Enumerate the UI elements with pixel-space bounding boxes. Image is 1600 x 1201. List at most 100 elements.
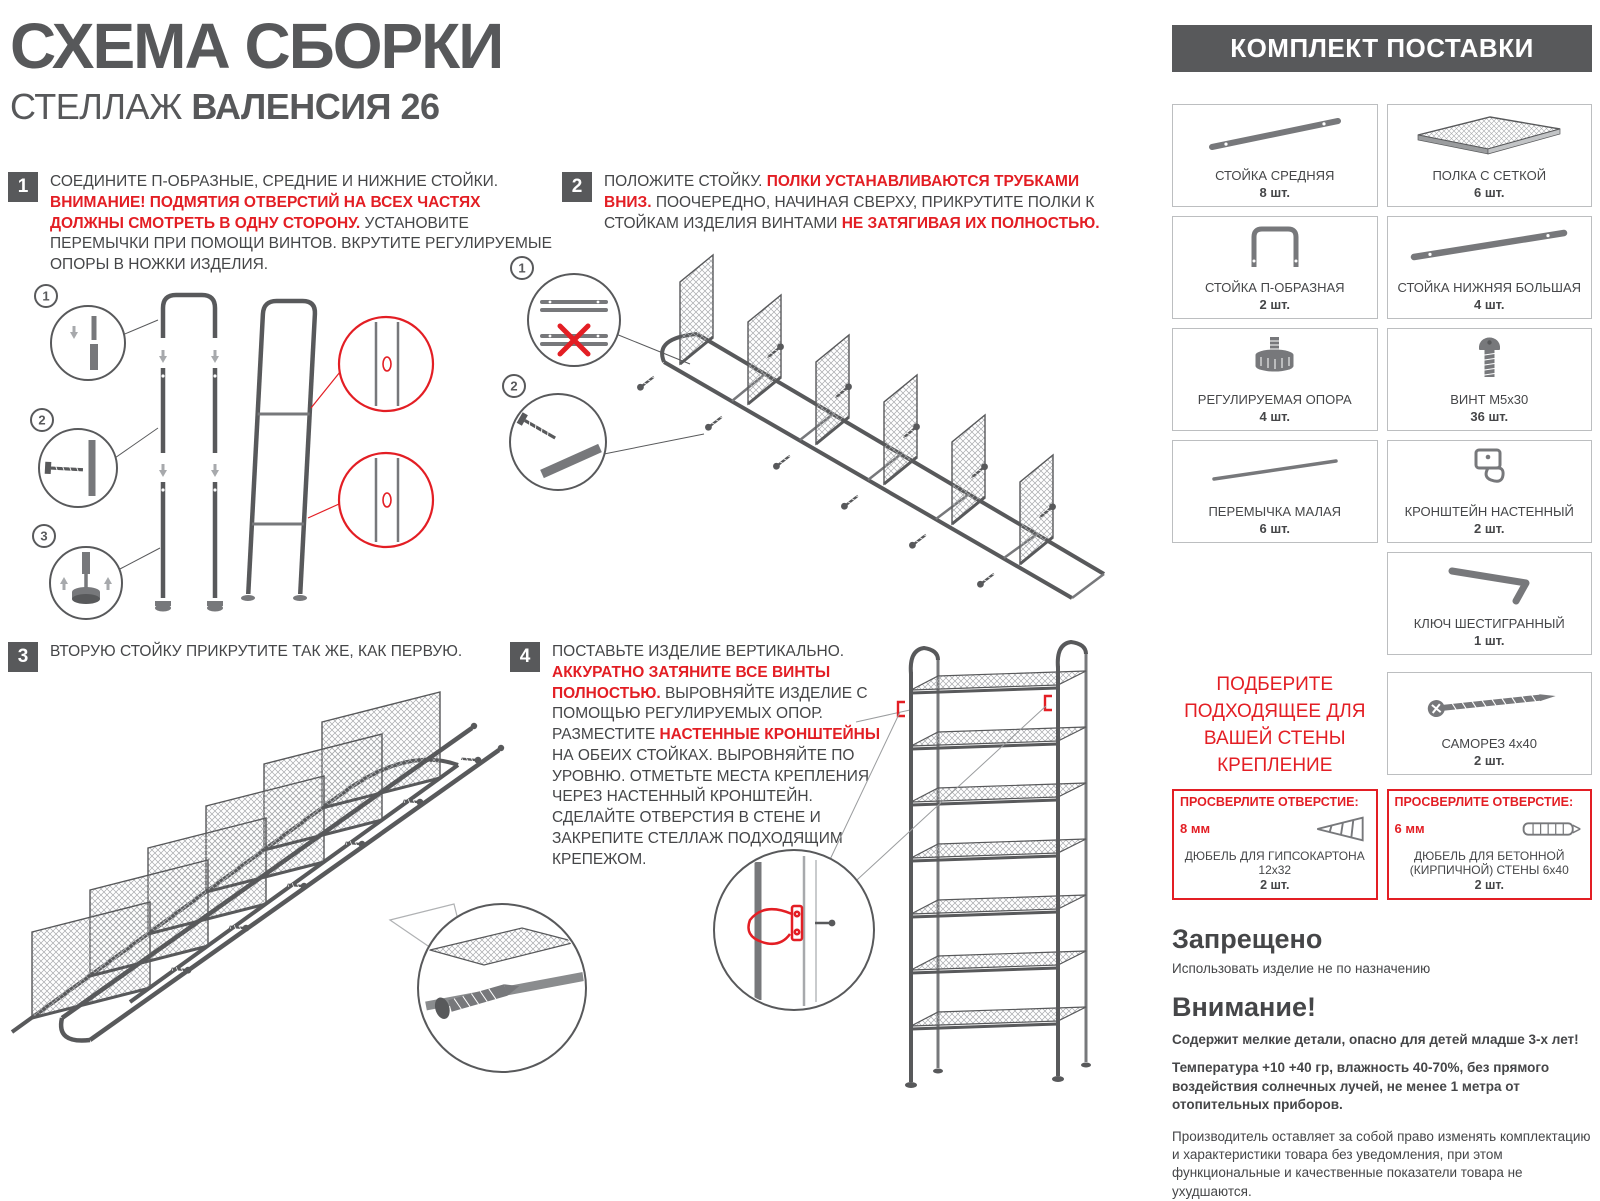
drywall-anchor-icon	[1316, 816, 1364, 842]
callout-leaders	[825, 705, 1047, 891]
shelf-tubes-detail	[540, 300, 608, 346]
crossbars	[251, 412, 310, 526]
part-adjustable-foot: РЕГУЛИРУЕМАЯ ОПОРА 4 шт.	[1172, 328, 1378, 431]
kit-grid: СТОЙКА СРЕДНЯЯ 8 шт. ПОЛКА С СЕТКОЙ 6 шт…	[1172, 104, 1592, 655]
step-4: 4 ПОСТАВЬТЕ ИЗДЕЛИЕ ВЕРТИКАЛЬНО. АККУРАТ…	[510, 642, 888, 870]
hole-alignment-details	[307, 315, 435, 549]
wall-plug-box: ПРОСВЕРЛИТЕ ОТВЕРСТИЕ: 6 мм ДЮБЕЛЬ ДЛЯ Б…	[1386, 788, 1592, 900]
callout-number: 1	[518, 261, 525, 276]
bracket-closeup	[747, 856, 836, 1006]
bracket-detail-circle	[713, 849, 875, 1011]
step-1-text: СОЕДИНИТЕ П-ОБРАЗНЫЕ, СРЕДНИЕ И НИЖНИЕ С…	[50, 173, 552, 274]
frame-feet	[155, 601, 223, 612]
step-4-badge: 4	[510, 642, 540, 672]
adjustable-foot-detail	[60, 552, 112, 604]
part-mesh-shelf: ПОЛКА С СЕТКОЙ 6 шт.	[1386, 104, 1592, 207]
u-post-icon	[1251, 226, 1299, 267]
kit-header: КОМПЛЕКТ ПОСТАВКИ	[1172, 25, 1592, 72]
masthead: СХЕМА СБОРКИ СТЕЛЛАЖ ВАЛЕНСИЯ 26	[10, 10, 504, 128]
callout-3-marker: 3	[32, 524, 56, 548]
part-wood-screw: САМОРЕЗ 4х40 2 шт.	[1386, 672, 1592, 775]
drywall-anchor-box: ПРОСВЕРЛИТЕ ОТВЕРСТИЕ: 8 мм ДЮБЕЛЬ ДЛЯ Г…	[1172, 788, 1378, 900]
wall-bracket-marks	[896, 694, 1052, 718]
kit-panel: КОМПЛЕКТ ПОСТАВКИ СТОЙКА СРЕДНЯЯ 8 шт. П…	[1172, 25, 1592, 1201]
screw-closeup	[425, 927, 584, 1019]
detail-circles	[38, 305, 161, 620]
forbidden-title: Запрещено	[1172, 923, 1323, 954]
subtitle-product-type: СТЕЛЛАЖ	[10, 86, 192, 127]
part-middle-post: СТОЙКА СРЕДНЯЯ 8 шт.	[1172, 104, 1378, 207]
drill-boxes: ПРОСВЕРЛИТЕ ОТВЕРСТИЕ: 8 мм ДЮБЕЛЬ ДЛЯ Г…	[1172, 788, 1592, 900]
callout-1-marker: 1	[510, 256, 534, 280]
wall-bracket-icon	[1474, 448, 1505, 483]
forbidden-text: Использовать изделие не по назначению	[1172, 960, 1431, 976]
step-2-badge: 2	[562, 172, 592, 202]
orientation-detail-circle	[527, 273, 621, 367]
step-3-badge: 3	[8, 642, 38, 672]
part-bolt: ВИНТ М5х30 36 шт.	[1386, 328, 1592, 431]
part-bottom-post: СТОЙКА НИЖНЯЯ БОЛЬШАЯ 4 шт.	[1386, 216, 1592, 319]
page-subtitle: СТЕЛЛАЖ ВАЛЕНСИЯ 26	[10, 86, 502, 128]
callout-2-marker: 2	[502, 374, 526, 398]
adjustable-foot-icon	[1255, 337, 1294, 372]
manufacturer-note: Производитель оставляет за собой право и…	[1172, 1129, 1591, 1199]
middle-post-icon	[1208, 118, 1341, 150]
feet	[905, 1062, 1091, 1088]
part-wall-bracket: КРОНШТЕЙН НАСТЕННЫЙ 2 шт.	[1386, 440, 1592, 543]
screw-detail-circle	[509, 393, 607, 491]
step-1-diagram: 1 2 3	[30, 284, 435, 620]
front-legs	[908, 639, 1088, 1082]
screw-joint-detail	[44, 440, 96, 496]
step-2: 2 ПОЛОЖИТЕ СТОЙКУ. ПОЛКИ УСТАНАВЛИВАЮТСЯ…	[562, 172, 1114, 234]
screw-detail	[516, 412, 602, 479]
bottom-post-icon	[1411, 229, 1568, 261]
wood-screw-icon	[1428, 694, 1556, 718]
part-hex-key: КЛЮЧ ШЕСТИГРАННЫЙ 1 шт.	[1386, 552, 1592, 655]
part-small-rod: ПЕРЕМЫЧКА МАЛАЯ 6 шт.	[1172, 440, 1378, 543]
callout-number: 1	[42, 289, 49, 304]
callout-number: 3	[40, 529, 47, 544]
second-side-frame	[58, 726, 501, 1043]
mesh-shelves	[31, 691, 441, 1019]
page-title: СХЕМА СБОРКИ	[10, 10, 504, 82]
bolt-icon	[1479, 337, 1501, 377]
step-2-diagram: 1 2	[502, 253, 1106, 600]
side-frame-exploded	[160, 292, 218, 598]
step-1-number: 1	[17, 176, 29, 197]
side-frame-assembled	[241, 298, 318, 601]
step-3-text: ВТОРУЮ СТОЙКУ ПРИКРУТИТЕ ТАК ЖЕ, КАК ПЕР…	[50, 643, 463, 660]
step-3-number: 3	[17, 646, 29, 667]
mesh-shelves	[679, 253, 1054, 566]
step-4-diagram	[713, 639, 1091, 1088]
warning-conditions: Температура +10 +40 гр, влажность 40-70%…	[1172, 1060, 1550, 1112]
callout-number: 2	[38, 413, 45, 428]
part-u-post: СТОЙКА П-ОБРАЗНАЯ 2 шт.	[1172, 216, 1378, 319]
step-3: 3 ВТОРУЮ СТОЙКУ ПРИКРУТИТЕ ТАК ЖЕ, КАК П…	[8, 642, 488, 672]
step-3-diagram	[10, 691, 587, 1073]
step-4-text: ПОСТАВЬТЕ ИЗДЕЛИЕ ВЕРТИКАЛЬНО. АККУРАТНО…	[552, 643, 881, 868]
warning-title: Внимание!	[1172, 992, 1316, 1023]
step-1: 1 СОЕДИНИТЕ П-ОБРАЗНЫЕ, СРЕДНИЕ И НИЖНИЕ…	[8, 172, 556, 276]
callout-1-marker: 1	[34, 284, 58, 308]
mesh-shelves	[910, 670, 1087, 1027]
wall-plug-icon	[1522, 822, 1581, 836]
wrong-orientation-cross-icon	[557, 323, 591, 357]
subtitle-product-name: ВАЛЕНСИЯ 26	[191, 86, 440, 127]
step-2-number: 2	[571, 176, 583, 197]
tube-joint-detail	[70, 316, 98, 370]
wall-fastener-row: ПОДБЕРИТЕ ПОДХОДЯЩЕЕ ДЛЯ ВАШЕЙ СТЕНЫ КРЕ…	[1172, 672, 1592, 780]
side-frame-rails	[660, 332, 1106, 600]
callout-number: 2	[510, 379, 517, 394]
choose-fastener-note: ПОДБЕРИТЕ ПОДХОДЯЩЕЕ ДЛЯ ВАШЕЙ СТЕНЫ КРЕ…	[1184, 674, 1366, 776]
step-1-badge: 1	[8, 172, 38, 202]
step-2-text: ПОЛОЖИТЕ СТОЙКУ. ПОЛКИ УСТАНАВЛИВАЮТСЯ Т…	[604, 173, 1100, 232]
shelf-front-tubes	[910, 686, 1059, 1031]
step-4-number: 4	[519, 646, 531, 667]
mesh-shelf-icon	[1417, 116, 1561, 155]
shelf-tubes	[679, 335, 1054, 566]
hex-key-icon	[1448, 567, 1530, 605]
small-rod-icon	[1212, 459, 1338, 481]
callout-2-marker: 2	[30, 408, 54, 432]
back-legs	[936, 652, 1088, 1068]
